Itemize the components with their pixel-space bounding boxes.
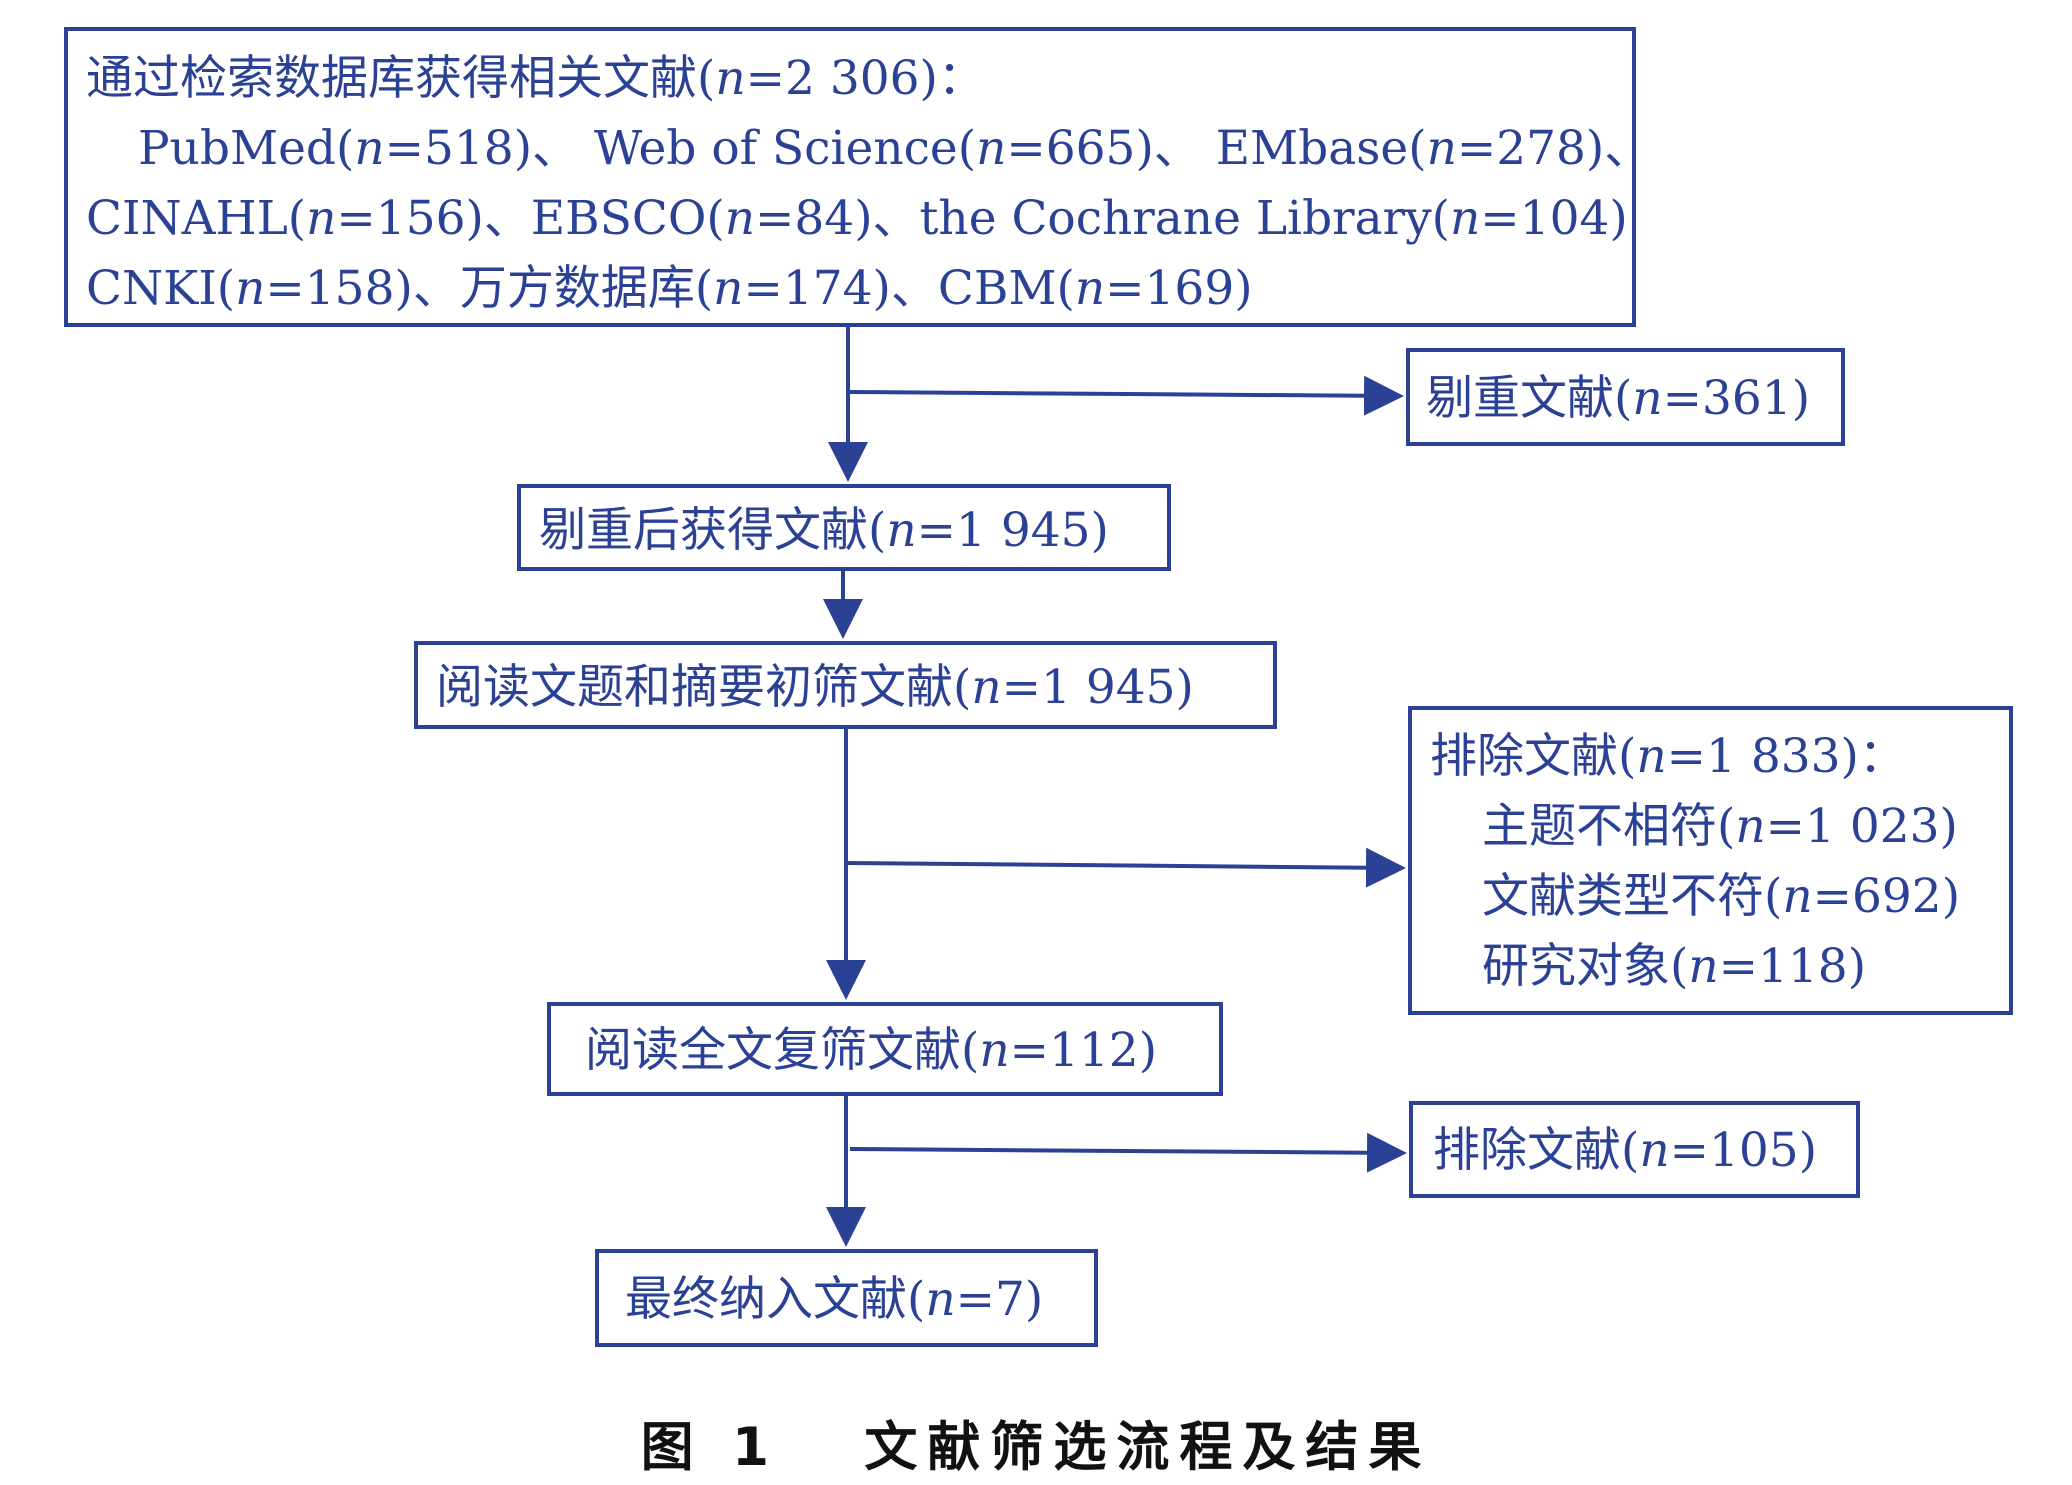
title-abstract-label: 阅读文题和摘要初筛文献(n=1 945) [436, 660, 1194, 715]
after-dedup-box: 剔重后获得文献(n=1 945) [517, 484, 1171, 571]
full-text-screen-box: 阅读全文复筛文献(n=112) [547, 1002, 1223, 1096]
excluded-screening-head: 排除文献(n=1 833)： [1430, 729, 1906, 784]
excluded-screening-box: 排除文献(n=1 833)： 主题不相符(n=1 023) 文献类型不符(n=6… [1408, 706, 2013, 1015]
search-results-box: 通过检索数据库获得相关文献(n=2 306)： PubMed(n=518)、 W… [64, 27, 1652, 327]
final-included-box: 最终纳入文献(n=7) [595, 1249, 1098, 1347]
arrow-to-excluded-1 [845, 847, 1406, 888]
title-abstract-screen-box: 阅读文题和摘要初筛文献(n=1 945) [414, 641, 1277, 729]
duplicates-removed-box: 剔重文献(n=361) [1406, 348, 1845, 446]
after-dedup-label: 剔重后获得文献(n=1 945) [539, 503, 1109, 558]
search-databases-line-3: CNKI(n=158)、万方数据库(n=174)、CBM(n=169) [86, 261, 1253, 316]
excluded-full-text-label: 排除文献(n=105) [1433, 1123, 1818, 1178]
full-text-label: 阅读全文复筛文献(n=112) [585, 1023, 1158, 1078]
final-included-label: 最终纳入文献(n=7) [625, 1272, 1044, 1327]
search-databases-line-1: PubMed(n=518)、 Web of Science(n=665)、 EM… [138, 121, 1652, 176]
excluded-full-text-box: 排除文献(n=105) [1409, 1101, 1860, 1198]
exclusion-reason-item: 主题不相符(n=1 023) [1482, 799, 1958, 854]
exclusion-reason-item: 研究对象(n=118) [1482, 939, 1867, 994]
search-databases-line-2: CINAHL(n=156)、EBSCO(n=84)、the Cochrane L… [86, 191, 1628, 246]
arrow-to-excluded-2 [849, 1132, 1407, 1173]
figure-caption: 图 1 文献筛选流程及结果 [640, 1417, 1432, 1478]
search-total-line: 通过检索数据库获得相关文献(n=2 306)： [86, 51, 985, 106]
duplicates-label: 剔重文献(n=361) [1426, 371, 1811, 426]
exclusion-reason-item: 文献类型不符(n=692) [1482, 869, 1961, 924]
arrow-to-duplicates [847, 375, 1404, 416]
